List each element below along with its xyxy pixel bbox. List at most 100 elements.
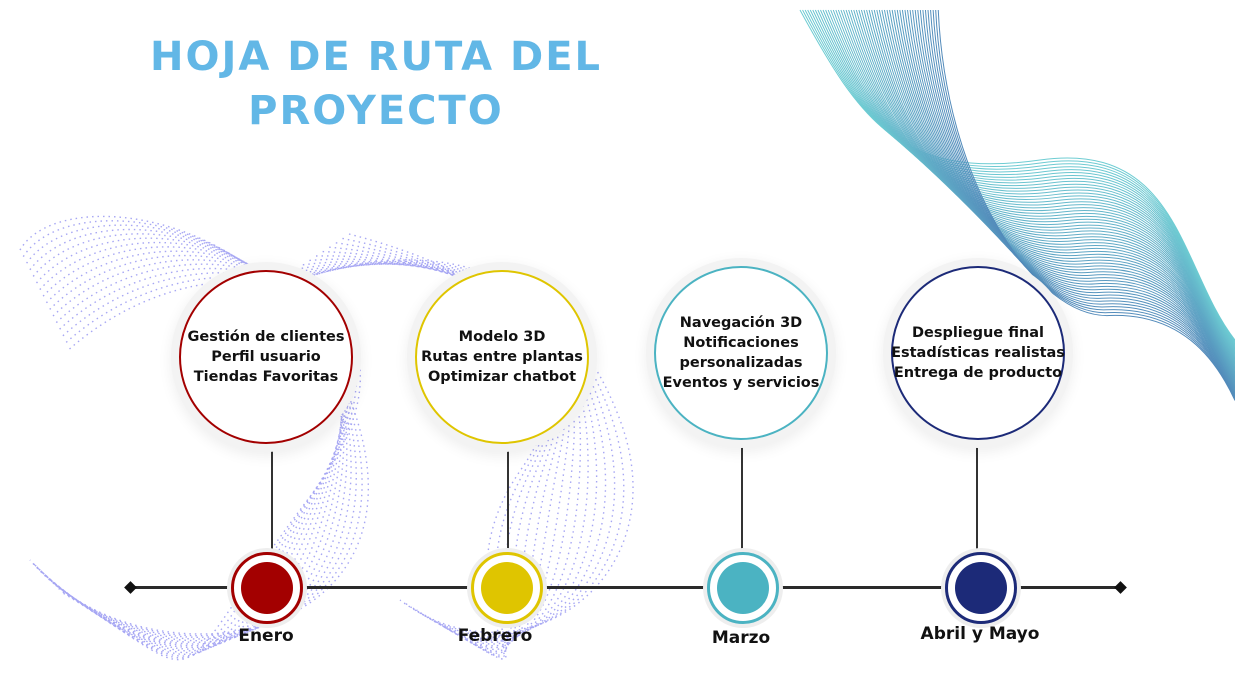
decor-wave-line [878,9,1235,375]
decor-wave-line [896,9,1235,383]
line-wave-decoration [799,9,1235,401]
decor-wave-line [809,9,1235,345]
milestone-item: Despliegue final [911,325,1045,341]
decor-wave-line [927,9,1235,397]
month-label-marzo: Marzo [711,628,771,648]
decor-wave-line [876,9,1235,374]
decor-dotted-curve [296,262,575,645]
milestone-dot [955,562,1007,614]
month-label-abril-mayo: Abril y Mayo [920,624,1040,644]
decor-wave-line [860,9,1235,368]
milestone-item: Notificaciones [683,335,799,351]
decor-wave-line [827,9,1235,353]
decor-wave-line [848,9,1235,362]
month-label-febrero: Febrero [457,626,533,646]
milestone-item: Eventos y servicios [662,375,820,391]
decor-dotted-curve [262,262,616,637]
decor-dotted-curve [289,263,582,643]
milestone-dot [481,562,533,614]
decor-wave-line [912,9,1235,390]
page-title: HOJA DE RUTA DEL PROYECTO [66,30,686,138]
milestone-dot [717,562,769,614]
decor-wave-line [843,9,1235,360]
milestone-item: Entrega de producto [893,365,1063,381]
decor-wave-line [930,9,1235,398]
decor-wave-line [812,9,1235,346]
milestone-item: Estadísticas realistas [891,345,1065,361]
decor-dotted-curve [256,260,625,635]
connector-febrero [507,440,509,552]
decor-wave-line [840,9,1235,359]
decor-wave-line [909,9,1235,389]
decor-wave-line [873,9,1235,373]
decor-dotted-curve [51,259,345,652]
decor-wave-line [866,9,1235,370]
decor-dotted-curve [39,241,343,645]
decor-wave-line [855,9,1235,365]
decor-wave-line [894,9,1235,382]
milestone-marker-febrero [471,552,543,624]
decor-wave-line [850,9,1235,363]
decor-wave-line [899,9,1235,384]
milestone-item: Perfil usuario [211,349,321,365]
decor-wave-line [889,9,1235,380]
decor-dotted-curve [22,220,363,637]
timeline-axis [130,586,1120,589]
decor-wave-line [807,9,1235,344]
connector-enero [271,440,273,552]
decor-wave-line [937,9,1235,401]
decor-dotted-curve [62,280,362,661]
milestone-marker-enero [231,552,303,624]
milestone-item: personalizadas [679,355,803,371]
decor-dotted-curve [249,259,634,633]
title-line-1: HOJA DE RUTA DEL [149,34,603,80]
milestone-card-febrero: Modelo 3D Rutas entre plantas Optimizar … [415,270,589,444]
connector-marzo [741,440,743,552]
decor-wave-line [825,9,1235,352]
decor-dotted-curve [56,267,350,655]
decor-dotted-curve [322,250,559,652]
milestone-card-enero: Gestión de clientes Perfil usuario Tiend… [179,270,353,444]
decor-wave-line [817,9,1235,349]
decor-wave-line [922,9,1235,394]
decor-wave-line [835,9,1235,356]
decor-wave-line [863,9,1235,369]
decor-wave-line [881,9,1235,377]
decor-dotted-curve [276,263,598,640]
milestone-marker-marzo [707,552,779,624]
decor-wave-line [830,9,1235,354]
decor-wave-line [802,9,1235,342]
dotted-wave-decoration [19,215,634,661]
milestone-item: Optimizar chatbot [427,369,577,385]
decor-wave-line [917,9,1235,392]
decor-wave-line [858,9,1235,367]
decor-wave-line [871,9,1235,372]
decor-dotted-curve [60,276,357,659]
month-label-enero: Enero [238,626,294,646]
decor-dotted-curve [329,246,557,654]
title-line-2: PROYECTO [248,88,504,134]
milestone-item: Navegación 3D [679,315,803,331]
decor-wave-line [845,9,1235,361]
decor-wave-line [822,9,1235,351]
decor-wave-line [924,9,1235,396]
decor-dotted-curve [32,233,348,642]
milestone-card-abril-mayo: Despliegue final Estadísticas realistas … [891,266,1065,440]
connector-abril-mayo [976,440,978,552]
decor-wave-line [832,9,1235,355]
milestone-dot [241,562,293,614]
decor-dotted-curve [58,272,354,657]
decor-dotted-curve [49,254,344,650]
decor-wave-line [883,9,1235,378]
decor-wave-line [868,9,1235,371]
decor-wave-line [914,9,1235,391]
milestone-item: Tiendas Favoritas [193,369,339,385]
decor-dotted-curve [29,228,352,640]
decor-wave-line [820,9,1235,350]
decor-wave-line [919,9,1235,393]
decor-wave-line [886,9,1235,379]
milestone-card-marzo: Navegación 3D Notificaciones personaliza… [654,266,828,440]
decor-wave-line [891,9,1235,381]
milestone-item: Gestión de clientes [187,329,345,345]
